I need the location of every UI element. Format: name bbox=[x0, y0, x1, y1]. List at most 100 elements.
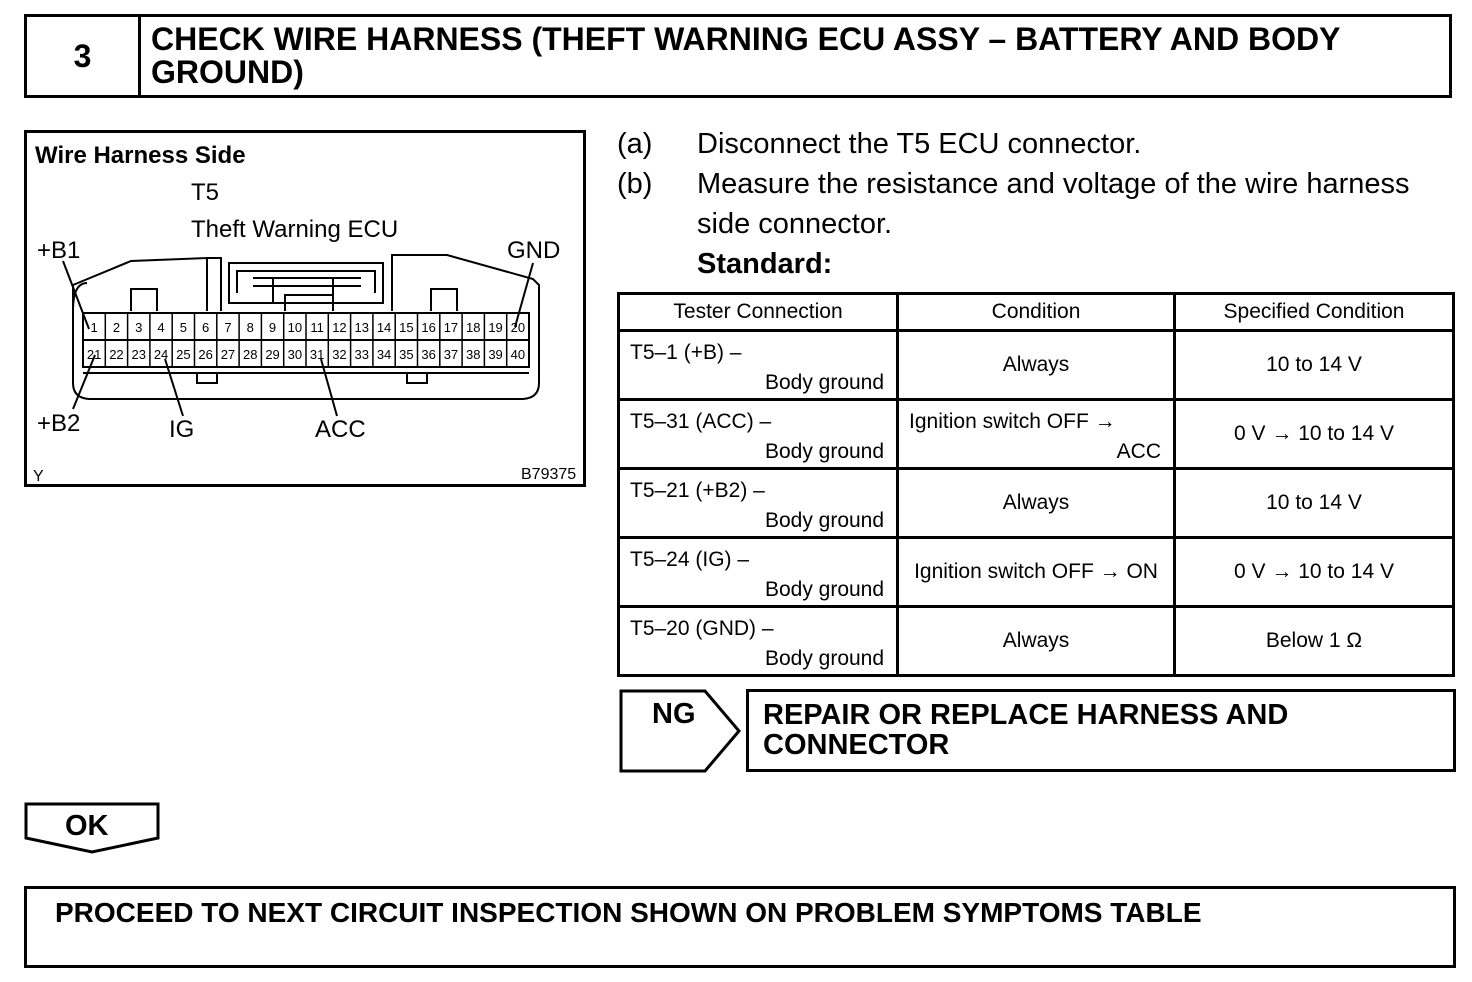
table-row: T5–1 (+B) – Body ground Always 10 to 14 V bbox=[616, 329, 1455, 401]
instructions: (a) Disconnect the T5 ECU connector. (b)… bbox=[617, 124, 1467, 284]
header-specified-condition: Specified Condition bbox=[1173, 292, 1455, 332]
pin-number: 31 bbox=[310, 347, 324, 362]
pin-number: 6 bbox=[202, 320, 209, 335]
ok-arrow-tag bbox=[24, 802, 160, 854]
connector-diagram: Wire Harness Side T5 Theft Warning ECU +… bbox=[24, 130, 586, 487]
tester-line2: Body ground bbox=[764, 371, 885, 394]
ng-action-text: REPAIR OR REPLACE HARNESS AND CONNECTOR bbox=[763, 700, 1441, 760]
label-ig: IG bbox=[169, 416, 194, 443]
pin-number: 25 bbox=[176, 347, 190, 362]
pin-number: 39 bbox=[488, 347, 502, 362]
pin-number: 35 bbox=[399, 347, 413, 362]
tester-cell: T5–20 (GND) –Body ground bbox=[616, 605, 900, 677]
table-row: T5–31 (ACC) – Body ground Ignition switch… bbox=[616, 398, 1455, 470]
table-header-row: Tester Connection Condition Specified Co… bbox=[616, 292, 1455, 332]
tester-cell: T5–31 (ACC) – Body ground bbox=[616, 398, 900, 470]
spec-cell: 0 V → 10 to 14 V bbox=[1173, 398, 1455, 470]
condition-cell: Always bbox=[896, 329, 1177, 401]
step-number: 3 bbox=[27, 17, 141, 95]
pin-number: 7 bbox=[224, 320, 231, 335]
pin-number: 15 bbox=[399, 320, 413, 335]
step-title: CHECK WIRE HARNESS (THEFT WARNING ECU AS… bbox=[151, 23, 1437, 89]
pin-number: 1 bbox=[91, 320, 98, 335]
table-row: T5–20 (GND) –Body ground Always Below 1 … bbox=[616, 605, 1455, 677]
pin-number: 30 bbox=[288, 347, 302, 362]
pin-number: 22 bbox=[109, 347, 123, 362]
condition-cell: Ignition switch OFF →ACC bbox=[896, 398, 1177, 470]
connector-drawing: Wire Harness Side T5 Theft Warning ECU +… bbox=[33, 142, 576, 484]
ng-action-line2: CONNECTOR bbox=[763, 729, 950, 761]
header-tester-connection: Tester Connection bbox=[616, 292, 900, 332]
tester-line1: T5–1 (+B) – bbox=[630, 341, 742, 364]
condition-cell: Always bbox=[896, 605, 1177, 677]
pin-number: 18 bbox=[466, 320, 480, 335]
ng-action-line1: REPAIR OR REPLACE HARNESS AND bbox=[763, 699, 1289, 731]
pin-number: 13 bbox=[355, 320, 369, 335]
step-title-line2: GROUND) bbox=[151, 54, 304, 90]
label-acc: ACC bbox=[315, 416, 366, 443]
condition-line2: ACC bbox=[1116, 440, 1162, 463]
pin-number: 40 bbox=[511, 347, 525, 362]
spec-cell: Below 1 Ω bbox=[1173, 605, 1455, 677]
pin-number: 26 bbox=[198, 347, 212, 362]
condition-line1: Ignition switch OFF → bbox=[909, 410, 1116, 433]
pin-number: 37 bbox=[444, 347, 458, 362]
pin-number: 3 bbox=[135, 320, 142, 335]
pin-number: 11 bbox=[310, 320, 324, 335]
pin-number: 12 bbox=[332, 320, 346, 335]
next-step-box: PROCEED TO NEXT CIRCUIT INSPECTION SHOWN… bbox=[24, 886, 1456, 968]
tester-line1: T5–31 (ACC) – bbox=[630, 410, 772, 433]
standard-label: Standard: bbox=[697, 248, 833, 280]
pin-number: 4 bbox=[157, 320, 164, 335]
pin-number: 9 bbox=[269, 320, 276, 335]
pin-number: 20 bbox=[511, 320, 525, 335]
step-b: (b) Measure the resistance and voltage o… bbox=[617, 164, 1467, 244]
condition-cell: Always bbox=[896, 467, 1177, 539]
connector-name: Theft Warning ECU bbox=[191, 216, 398, 243]
ng-label: NG bbox=[652, 698, 696, 730]
tester-cell: T5–1 (+B) – Body ground bbox=[616, 329, 900, 401]
table-row: T5–24 (IG) –Body ground Ignition switch … bbox=[616, 536, 1455, 608]
tester-line2: Body ground bbox=[764, 578, 885, 601]
figure-code: B79375 bbox=[521, 466, 576, 483]
pin-number: 36 bbox=[421, 347, 435, 362]
pin-number: 24 bbox=[154, 347, 168, 362]
step-b-label: (b) bbox=[617, 168, 653, 200]
corner-code: Y bbox=[33, 468, 44, 484]
label-gnd: GND bbox=[507, 237, 560, 264]
tester-line2: Body ground bbox=[764, 509, 885, 532]
step-title-line1: CHECK WIRE HARNESS (THEFT WARNING ECU AS… bbox=[151, 21, 1341, 57]
pin-number: 33 bbox=[355, 347, 369, 362]
pin-number: 19 bbox=[488, 320, 502, 335]
pin-number: 28 bbox=[243, 347, 257, 362]
label-b2: +B2 bbox=[37, 410, 80, 437]
header-condition: Condition bbox=[896, 292, 1177, 332]
table-row: T5–21 (+B2) – Body ground Always 10 to 14… bbox=[616, 467, 1455, 539]
ng-arrow-tag bbox=[619, 689, 741, 773]
pin-number: 38 bbox=[466, 347, 480, 362]
tester-line2: Body ground bbox=[764, 440, 885, 463]
pin-number: 14 bbox=[377, 320, 391, 335]
pin-number: 10 bbox=[288, 320, 302, 335]
step-a-label: (a) bbox=[617, 128, 653, 160]
pin-number: 29 bbox=[265, 347, 279, 362]
pin-number: 16 bbox=[421, 320, 435, 335]
step-a: (a) Disconnect the T5 ECU connector. bbox=[617, 124, 1467, 164]
pin-number: 23 bbox=[132, 347, 146, 362]
pin-number: 34 bbox=[377, 347, 391, 362]
pin-number: 27 bbox=[221, 347, 235, 362]
ng-action-box: REPAIR OR REPLACE HARNESS AND CONNECTOR bbox=[746, 689, 1456, 772]
spec-cell: 0 V → 10 to 14 V bbox=[1173, 536, 1455, 608]
connector-id: T5 bbox=[191, 179, 219, 206]
pin-number: 2 bbox=[113, 320, 120, 335]
pin-number: 32 bbox=[332, 347, 346, 362]
tester-line1: T5–24 (IG) – bbox=[630, 548, 750, 571]
spec-table: Tester Connection Condition Specified Co… bbox=[616, 292, 1455, 677]
pin-number: 8 bbox=[247, 320, 254, 335]
label-b1: +B1 bbox=[37, 237, 80, 264]
spec-cell: 10 to 14 V bbox=[1173, 467, 1455, 539]
tester-line2: Body ground bbox=[764, 647, 885, 670]
tester-line1: T5–21 (+B2) – bbox=[630, 479, 765, 502]
spec-cell: 10 to 14 V bbox=[1173, 329, 1455, 401]
